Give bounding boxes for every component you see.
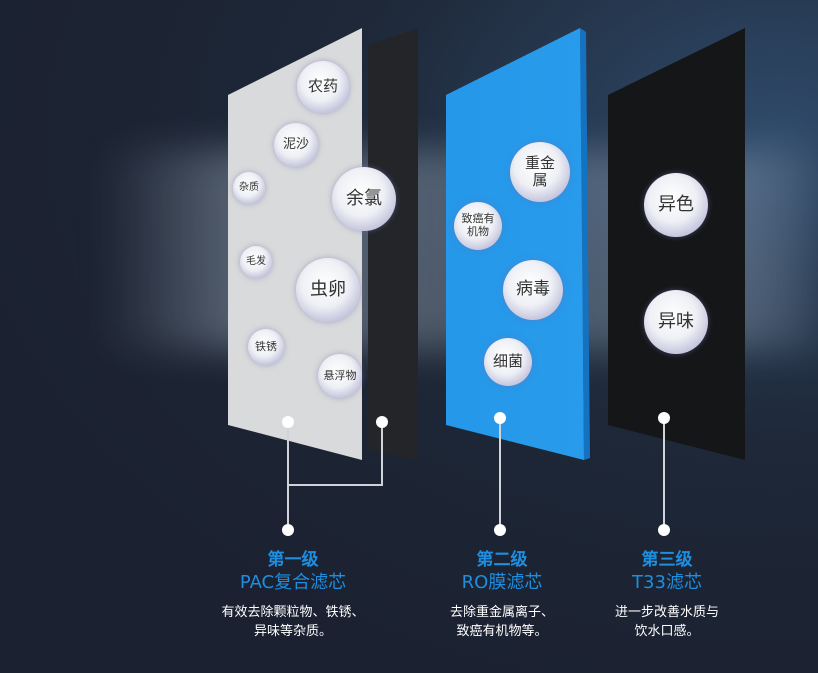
stage-name: T33滤芯 <box>632 572 702 593</box>
stage-2-caption: 第二级 RO膜滤芯 去除重金属离子、致癌有机物等。 <box>392 549 612 641</box>
contaminant-bubble: 致癌有机物 <box>454 202 502 250</box>
stage-3-caption: 第三级 T33滤芯 进一步改善水质与饮水口感。 <box>557 549 777 641</box>
contaminant-bubble: 铁锈 <box>248 329 284 365</box>
stage-level: 第一级 <box>267 550 319 570</box>
stage-desc: 异味等杂质。 <box>253 624 332 639</box>
contaminant-bubble: 异色 <box>644 173 708 237</box>
contaminant-bubble: 农药 <box>297 61 349 113</box>
connector-line <box>287 484 383 486</box>
connector-line <box>663 418 665 530</box>
marker-dot <box>494 524 506 536</box>
stage-desc: 去除重金属离子、 <box>449 605 554 620</box>
contaminant-bubble: 悬浮物 <box>318 354 362 398</box>
connector-line <box>287 422 289 530</box>
marker-dot <box>658 412 670 424</box>
connector-line <box>499 418 501 530</box>
stage-level: 第二级 <box>476 550 528 570</box>
marker-dot <box>376 416 388 428</box>
contaminant-bubble: 细菌 <box>484 338 532 386</box>
contaminant-bubble: 重金属 <box>510 142 570 202</box>
stage-name: PAC复合滤芯 <box>239 572 347 593</box>
contaminant-bubble: 异味 <box>644 290 708 354</box>
contaminant-bubble: 泥沙 <box>274 123 318 167</box>
marker-dot <box>282 524 294 536</box>
stage-desc: 致癌有机物等。 <box>456 624 548 639</box>
contaminant-bubble: 病毒 <box>503 260 563 320</box>
connector-line <box>381 422 383 486</box>
stage-level: 第三级 <box>641 550 693 570</box>
contaminant-bubble: 毛发 <box>240 246 272 278</box>
stage-desc: 进一步改善水质与 <box>614 605 719 620</box>
stage-desc: 有效去除颗粒物、铁锈、 <box>221 605 365 620</box>
contaminant-bubble: 虫卵 <box>296 258 360 322</box>
marker-dot <box>658 524 670 536</box>
stage-name: RO膜滤芯 <box>461 572 543 593</box>
contaminant-bubble: 杂质 <box>233 172 265 204</box>
contaminant-bubble: 余氯 <box>332 167 396 231</box>
stage-desc: 饮水口感。 <box>634 624 700 639</box>
stage-1-caption: 第一级 PAC复合滤芯 有效去除颗粒物、铁锈、异味等杂质。 <box>183 549 403 641</box>
marker-dot <box>494 412 506 424</box>
marker-dot <box>282 416 294 428</box>
